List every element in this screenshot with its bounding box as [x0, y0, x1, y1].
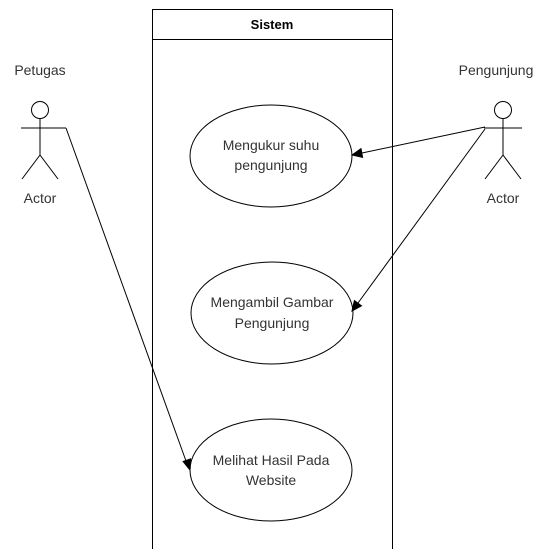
- actor-petugas-type-label: Actor: [24, 190, 57, 206]
- actor-pengunjung-type-label: Actor: [487, 190, 520, 206]
- actor-pengunjung-name: Pengunjung: [459, 62, 534, 78]
- use-case-melihat-hasil-line-1: Melihat Hasil Pada: [213, 452, 330, 468]
- system-title: Sistem: [251, 17, 294, 32]
- use-case-mengambil-gambar[interactable]: Mengambil Gambar Pengunjung: [190, 261, 354, 365]
- actor-petugas-name: Petugas: [14, 62, 65, 78]
- use-case-mengukur-suhu-line-2: pengunjung: [234, 157, 307, 173]
- association-petugas-melihat-hasil[interactable]: [59, 127, 192, 472]
- use-case-melihat-hasil[interactable]: Melihat Hasil Pada Website: [189, 418, 353, 522]
- actor-petugas[interactable]: Petugas Actor: [14, 62, 65, 206]
- use-case-mengambil-gambar-line-1: Mengambil Gambar: [211, 294, 334, 310]
- use-case-mengambil-gambar-line-2: Pengunjung: [235, 315, 310, 331]
- actor-petugas-figure: [21, 101, 59, 180]
- association-pengunjung-mengukur-suhu[interactable]: [350, 126, 486, 159]
- actor-pengunjung-figure: [484, 101, 522, 180]
- use-case-mengukur-suhu[interactable]: Mengukur suhu pengunjung: [189, 104, 353, 208]
- actor-pengunjung[interactable]: Pengunjung Actor: [459, 62, 534, 206]
- association-pengunjung-mengambil-gambar[interactable]: [351, 128, 486, 312]
- use-case-melihat-hasil-line-2: Website: [246, 472, 297, 488]
- use-case-mengukur-suhu-line-1: Mengukur suhu: [223, 137, 320, 153]
